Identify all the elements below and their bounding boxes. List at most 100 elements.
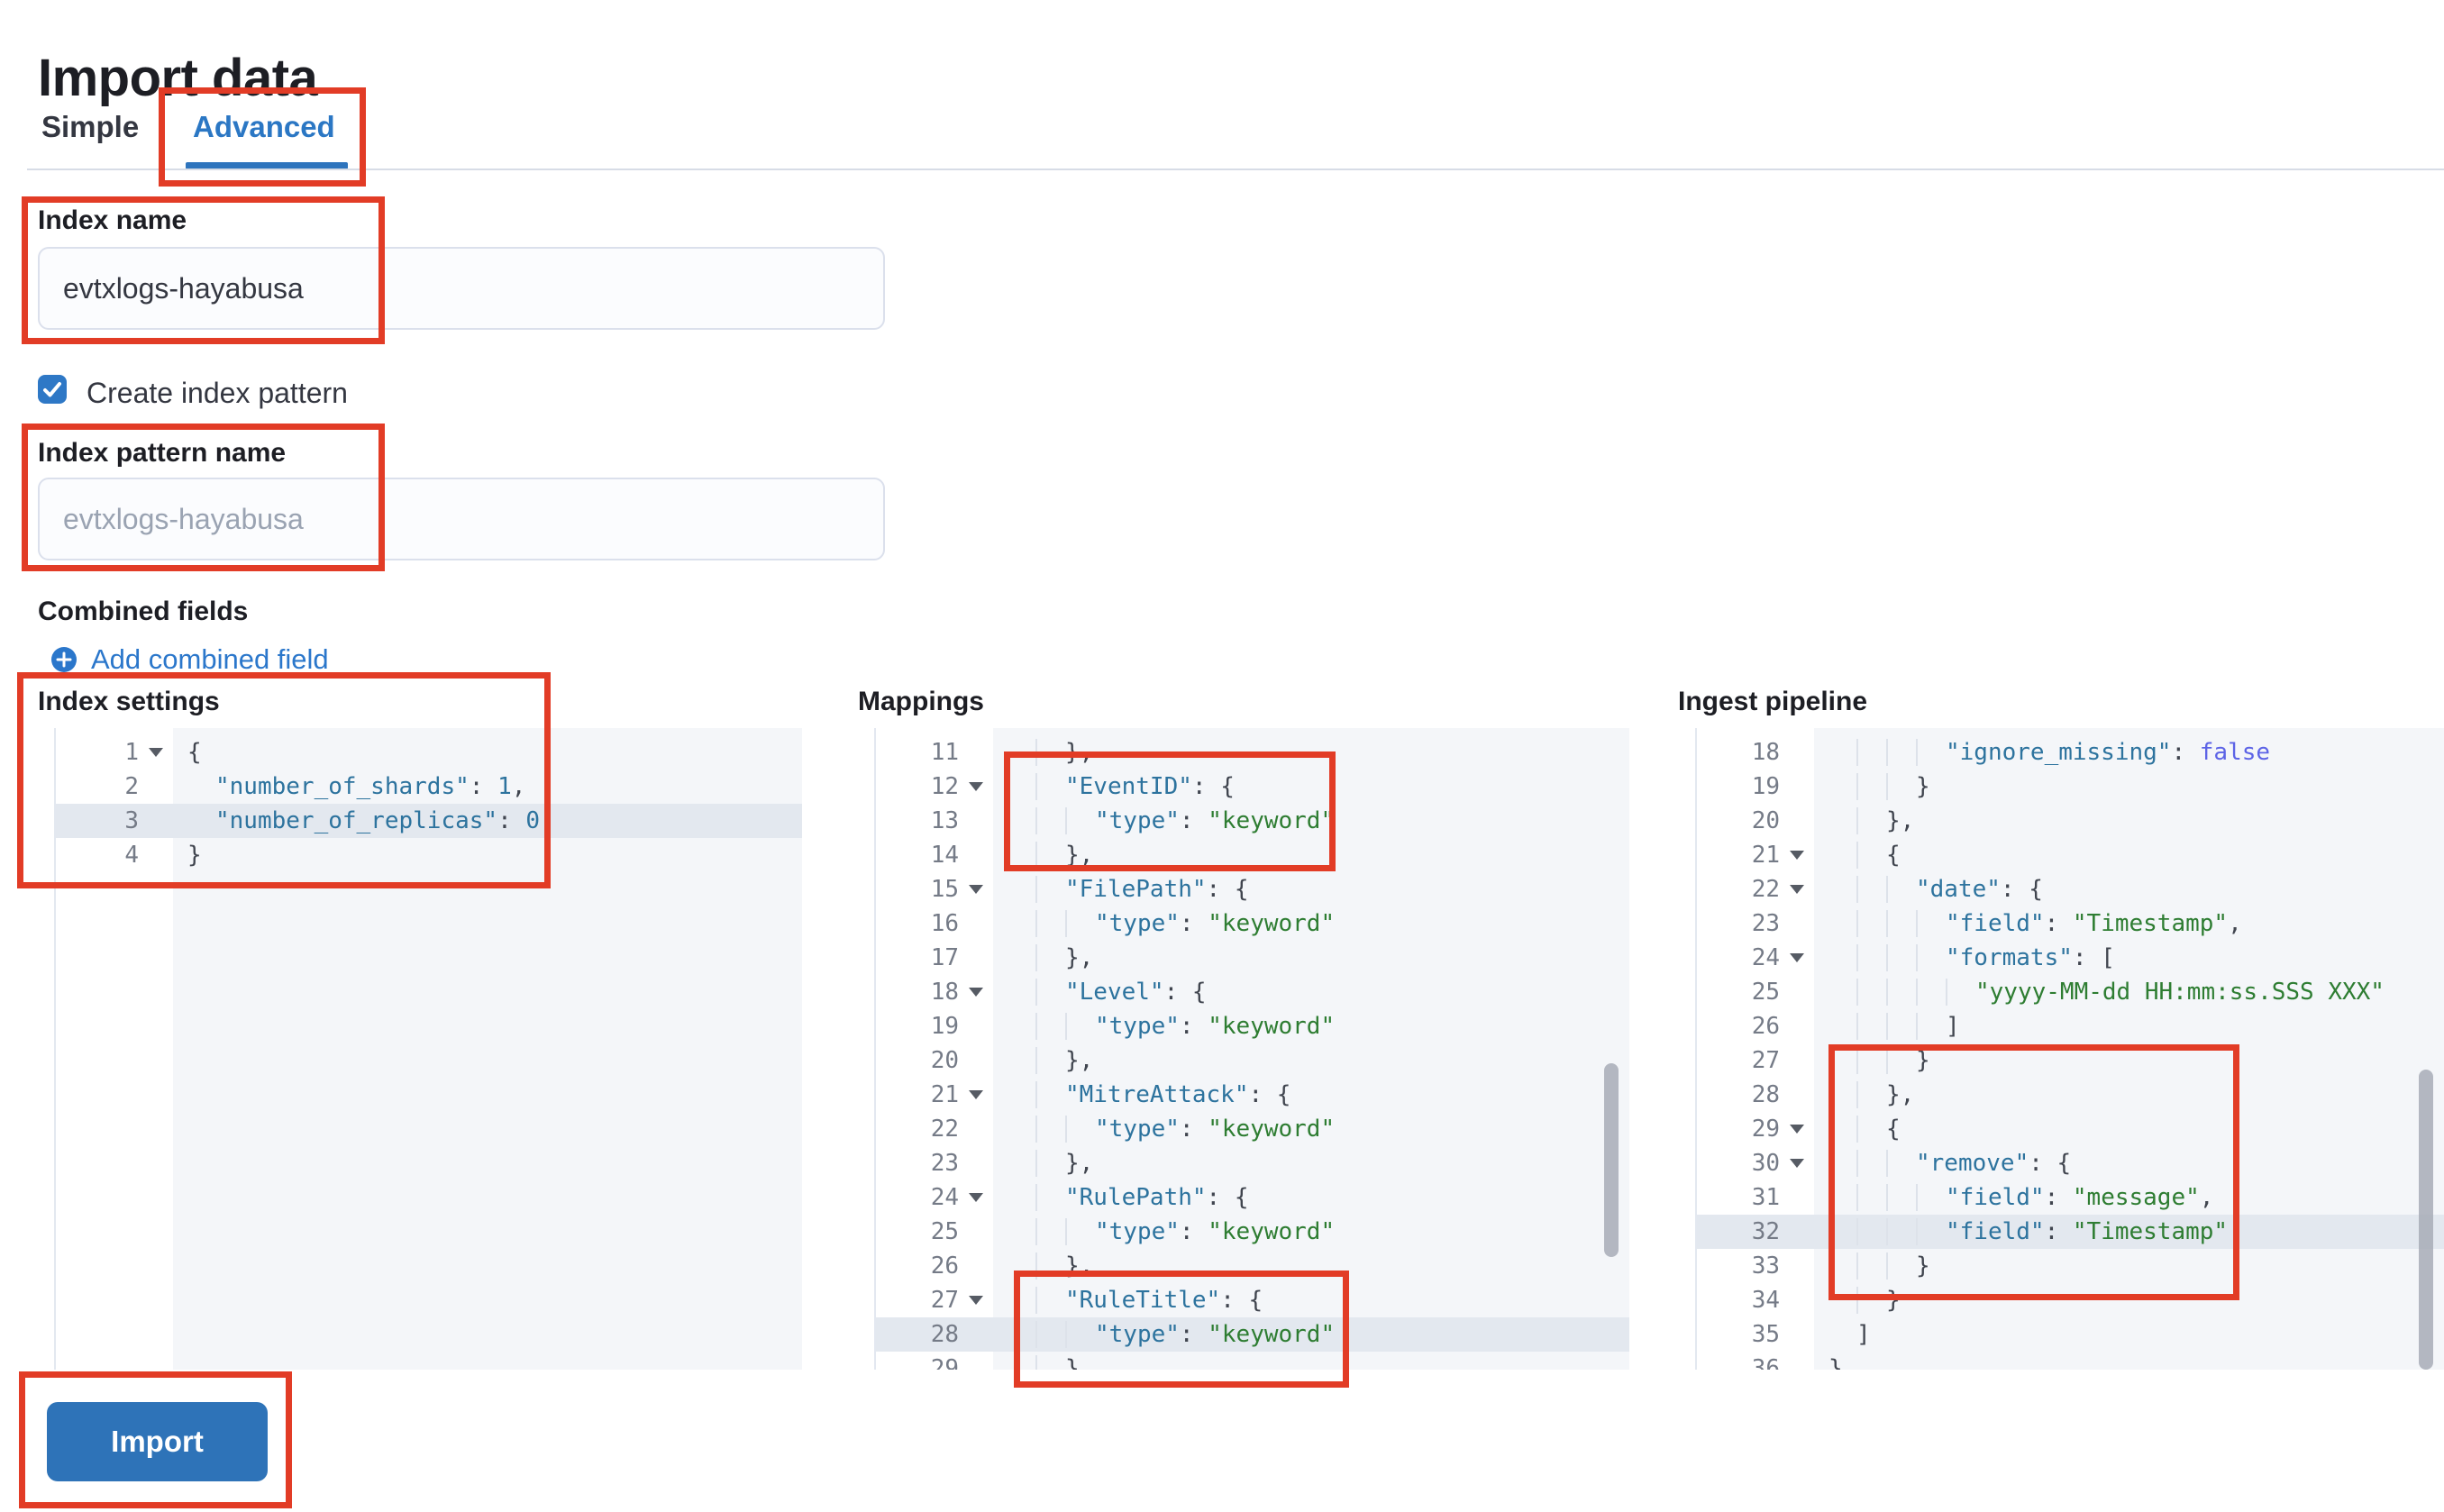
fold-arrow-icon[interactable] <box>959 1193 993 1202</box>
code-token: "keyword" <box>1208 1218 1336 1245</box>
code-line[interactable]: 17}, <box>876 941 1629 975</box>
fold-arrow-icon[interactable] <box>1780 953 1814 962</box>
code-line[interactable]: 35] <box>1697 1317 2444 1352</box>
code-line[interactable]: 33} <box>1697 1249 2444 1283</box>
code-line[interactable]: 23"field": "Timestamp", <box>1697 906 2444 941</box>
indent-guide <box>1035 1287 1065 1314</box>
code-line[interactable]: 20}, <box>876 1043 1629 1078</box>
code-line[interactable]: 24"formats": [ <box>1697 941 2444 975</box>
ingest-scrollbar-thumb[interactable] <box>2419 1070 2433 1370</box>
code-line[interactable]: 26}, <box>876 1249 1629 1283</box>
fold-arrow-icon[interactable] <box>1780 885 1814 894</box>
code-content: "number_of_shards": 1, <box>173 773 802 800</box>
mappings-scrollbar-thumb[interactable] <box>1604 1063 1619 1257</box>
indent-guide <box>1828 1047 1856 1074</box>
code-token: : { <box>1220 1287 1263 1314</box>
indent-guide <box>1828 910 1856 937</box>
mappings-editor[interactable]: 11},12"EventID": {13"type": "keyword"14}… <box>874 728 1629 1370</box>
import-button[interactable]: Import <box>47 1402 268 1481</box>
code-token: }, <box>1065 1047 1094 1074</box>
code-line[interactable]: 11}, <box>876 735 1629 770</box>
fold-arrow-icon[interactable] <box>959 885 993 894</box>
index-name-input[interactable] <box>38 247 885 330</box>
code-token: }, <box>1065 1150 1094 1177</box>
code-line[interactable]: 31"field": "message", <box>1697 1180 2444 1215</box>
indent-guide <box>1035 1252 1065 1280</box>
code-line[interactable]: 26] <box>1697 1009 2444 1043</box>
editor-gutter: 33 <box>1697 1252 1814 1280</box>
code-line[interactable]: 12"EventID": { <box>876 770 1629 804</box>
code-line[interactable]: 21"MitreAttack": { <box>876 1078 1629 1112</box>
editor-gutter: 20 <box>876 1047 993 1074</box>
code-line[interactable]: 28"type": "keyword" <box>876 1317 1629 1352</box>
fold-arrow-icon[interactable] <box>1780 851 1814 860</box>
indent-guide <box>1916 739 1946 766</box>
create-index-pattern-checkbox[interactable] <box>38 375 67 404</box>
indent-guide <box>1008 1013 1035 1040</box>
index-settings-editor[interactable]: 1{2"number_of_shards": 1,3"number_of_rep… <box>54 728 802 1370</box>
code-content: { <box>1814 1116 2444 1143</box>
plus-icon[interactable] <box>51 647 77 672</box>
code-line[interactable]: 2"number_of_shards": 1, <box>56 770 802 804</box>
fold-arrow-icon[interactable] <box>959 1296 993 1305</box>
code-line[interactable]: 20}, <box>1697 804 2444 838</box>
code-token: "yyyy-MM-dd HH:mm:ss.SSS XXX" <box>1975 979 2385 1006</box>
code-content: "FilePath": { <box>993 876 1629 903</box>
code-line[interactable]: 14}, <box>876 838 1629 872</box>
code-line[interactable]: 28}, <box>1697 1078 2444 1112</box>
code-line[interactable]: 21{ <box>1697 838 2444 872</box>
fold-arrow-icon[interactable] <box>1780 1125 1814 1134</box>
indent-guide <box>1856 1081 1886 1108</box>
line-number: 26 <box>930 1252 959 1280</box>
index-pattern-name-input[interactable] <box>38 478 885 560</box>
code-line[interactable]: 27} <box>1697 1043 2444 1078</box>
code-line[interactable]: 29}, <box>876 1352 1629 1370</box>
code-line[interactable]: 13"type": "keyword" <box>876 804 1629 838</box>
fold-arrow-icon[interactable] <box>959 1090 993 1099</box>
code-line[interactable]: 36} <box>1697 1352 2444 1370</box>
editor-gutter: 19 <box>876 1013 993 1040</box>
code-line[interactable]: 29{ <box>1697 1112 2444 1146</box>
code-line[interactable]: 19} <box>1697 770 2444 804</box>
indent-guide <box>1916 979 1946 1006</box>
code-line[interactable]: 27"RuleTitle": { <box>876 1283 1629 1317</box>
code-line[interactable]: 22"date": { <box>1697 872 2444 906</box>
code-content: "Level": { <box>993 979 1629 1006</box>
code-line[interactable]: 22"type": "keyword" <box>876 1112 1629 1146</box>
code-line[interactable]: 25"yyyy-MM-dd HH:mm:ss.SSS XXX" <box>1697 975 2444 1009</box>
fold-arrow-icon[interactable] <box>959 988 993 997</box>
add-combined-field-link[interactable]: Add combined field <box>51 643 329 676</box>
code-line[interactable]: 34} <box>1697 1283 2444 1317</box>
tab-advanced[interactable]: Advanced <box>193 110 335 143</box>
code-line[interactable]: 16"type": "keyword" <box>876 906 1629 941</box>
code-line[interactable]: 18"ignore_missing": false <box>1697 735 2444 770</box>
code-line[interactable]: 25"type": "keyword" <box>876 1215 1629 1249</box>
code-line[interactable]: 18 "Level": { <box>876 975 1629 1009</box>
code-token: : { <box>1206 1184 1249 1211</box>
code-line[interactable]: 1{ <box>56 735 802 770</box>
code-line[interactable]: 24"RulePath": { <box>876 1180 1629 1215</box>
fold-arrow-icon[interactable] <box>1780 1159 1814 1168</box>
code-token: , <box>2228 910 2242 937</box>
fold-arrow-icon[interactable] <box>959 782 993 791</box>
code-token: }, <box>1065 1252 1094 1280</box>
line-number: 18 <box>930 979 959 1006</box>
code-line[interactable]: 23}, <box>876 1146 1629 1180</box>
line-number: 34 <box>1751 1287 1780 1314</box>
code-line[interactable]: 4} <box>56 838 802 872</box>
code-token: "field" <box>1946 1184 2045 1211</box>
code-token: "MitreAttack" <box>1065 1081 1249 1108</box>
indent-guide <box>1916 944 1946 971</box>
code-line[interactable]: 3"number_of_replicas": 0 <box>56 804 802 838</box>
line-number: 28 <box>1751 1081 1780 1108</box>
code-token: , <box>2199 1184 2214 1211</box>
tab-simple[interactable]: Simple <box>41 110 140 143</box>
code-line[interactable]: 15"FilePath": { <box>876 872 1629 906</box>
fold-arrow-icon[interactable] <box>139 748 173 757</box>
indent-guide <box>1916 910 1946 937</box>
code-line[interactable]: 19"type": "keyword" <box>876 1009 1629 1043</box>
code-line[interactable]: 30"remove": { <box>1697 1146 2444 1180</box>
editor-gutter: 28 <box>876 1321 993 1348</box>
code-line[interactable]: 32"field": "Timestamp" <box>1697 1215 2444 1249</box>
